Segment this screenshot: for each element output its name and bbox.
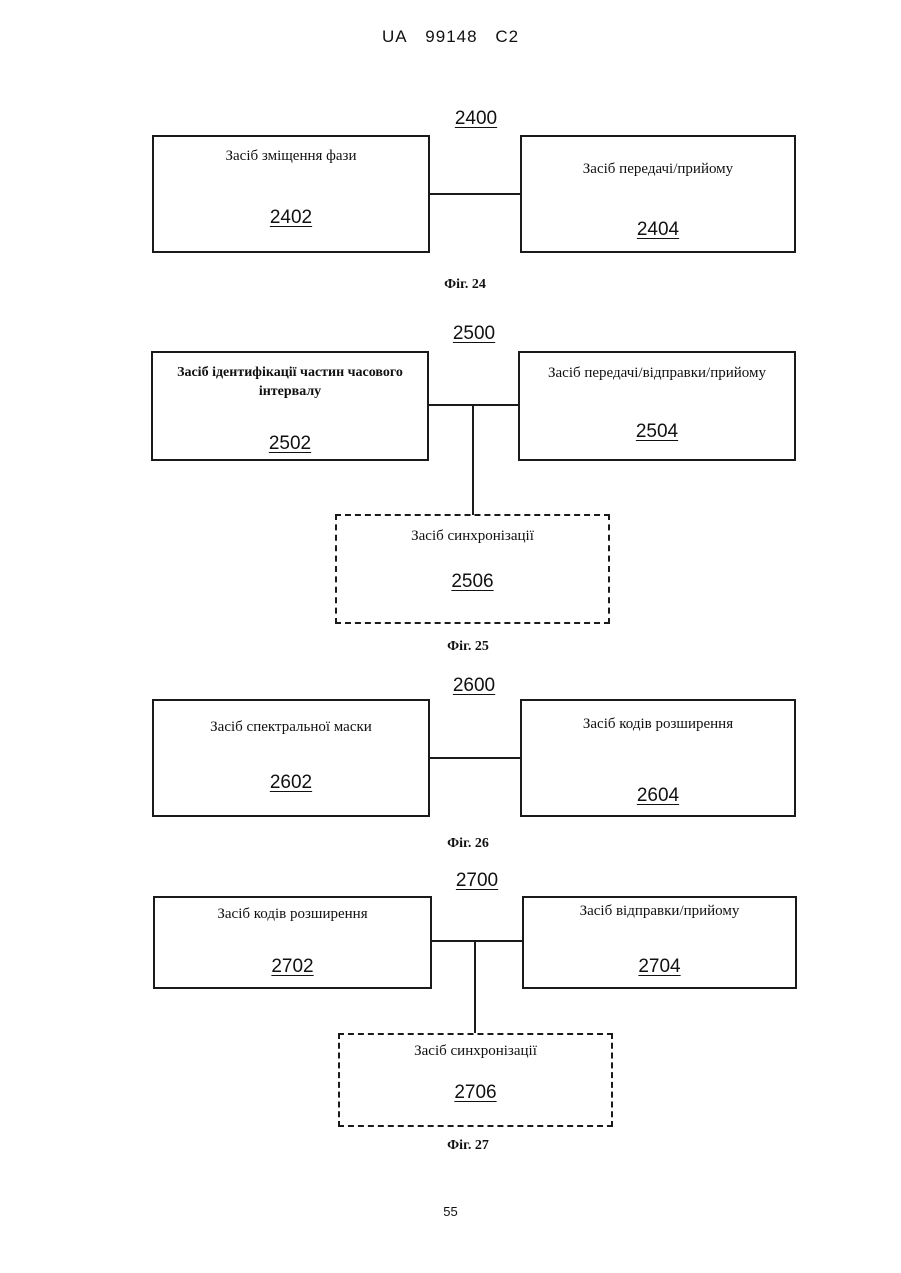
box-2502-label: Засіб ідентифікації частин часового інте… (153, 363, 427, 401)
box-2404: Засіб передачі/прийому 2404 (520, 135, 796, 253)
box-2604: Засіб кодів розширення 2604 (520, 699, 796, 817)
figure-24-caption: Фіг. 24 (444, 277, 486, 293)
figure-26-caption: Фіг. 26 (447, 836, 489, 852)
connector-to-2706 (474, 941, 476, 1033)
box-2702-number: 2702 (155, 956, 430, 978)
box-2706: Засіб синхронізації 2706 (338, 1033, 613, 1127)
box-2504: Засіб передачі/відправки/прийому 2504 (518, 351, 796, 461)
box-2602: Засіб спектральної маски 2602 (152, 699, 430, 817)
patent-header: UA 99148 C2 (0, 27, 901, 47)
box-2704: Засіб відправки/прийому 2704 (522, 896, 797, 989)
figure-27-caption: Фіг. 27 (447, 1138, 489, 1154)
box-2402: Засіб зміщення фази 2402 (152, 135, 430, 253)
box-2504-label: Засіб передачі/відправки/прийому (520, 363, 794, 383)
box-2506: Засіб синхронізації 2506 (335, 514, 610, 624)
header-country: UA (382, 27, 408, 46)
box-2404-number: 2404 (522, 219, 794, 241)
figure-27-id: 2700 (456, 870, 498, 892)
box-2702: Засіб кодів розширення 2702 (153, 896, 432, 989)
figure-25-caption: Фіг. 25 (447, 639, 489, 655)
box-2506-number: 2506 (337, 571, 608, 593)
figure-24-id: 2400 (455, 108, 497, 130)
connector-to-2506 (472, 405, 474, 515)
box-2404-label: Засіб передачі/прийому (522, 159, 794, 179)
box-2402-number: 2402 (154, 207, 428, 229)
box-2502-number: 2502 (153, 433, 427, 455)
connector-2402-2404 (430, 193, 520, 195)
header-kind: C2 (495, 27, 519, 46)
box-2704-label: Засіб відправки/прийому (524, 901, 795, 921)
box-2704-number: 2704 (524, 956, 795, 978)
box-2506-label: Засіб синхронізації (337, 526, 608, 546)
box-2502: Засіб ідентифікації частин часового інте… (151, 351, 429, 461)
box-2604-label: Засіб кодів розширення (522, 714, 794, 734)
connector-2602-2604 (430, 757, 520, 759)
figure-25-id: 2500 (453, 323, 495, 345)
box-2604-number: 2604 (522, 785, 794, 807)
header-number: 99148 (425, 27, 477, 46)
page-number: 55 (0, 1204, 901, 1219)
box-2706-number: 2706 (340, 1082, 611, 1104)
box-2402-label: Засіб зміщення фази (154, 146, 428, 166)
box-2602-number: 2602 (154, 772, 428, 794)
box-2504-number: 2504 (520, 421, 794, 443)
box-2702-label: Засіб кодів розширення (155, 904, 430, 924)
connector-2702-2704 (432, 940, 522, 942)
box-2706-label: Засіб синхронізації (340, 1041, 611, 1061)
box-2602-label: Засіб спектральної маски (154, 717, 428, 737)
figure-26-id: 2600 (453, 675, 495, 697)
